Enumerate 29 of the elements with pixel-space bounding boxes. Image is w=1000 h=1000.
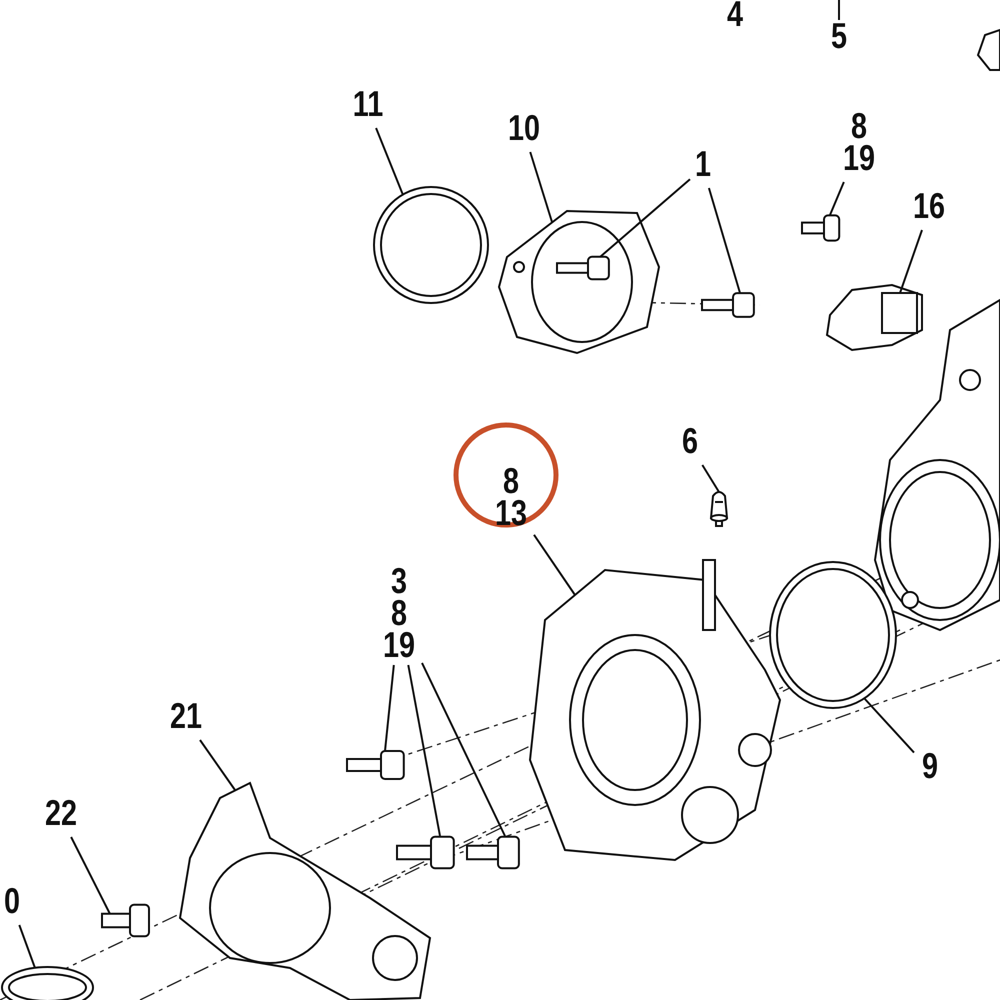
callout-number: 21 (168, 700, 204, 740)
leader-line (829, 182, 845, 216)
callout-number: 6 (680, 425, 700, 465)
leader-line (529, 152, 553, 222)
callout-number: 22 (42, 797, 80, 837)
leader-line (407, 664, 441, 836)
callout-number: 0 (2, 885, 22, 925)
callout-number: 11 (350, 88, 386, 128)
leader-line (708, 188, 741, 294)
callout-number: 9 (917, 750, 943, 790)
callout-number: 3 8 19 (380, 565, 418, 665)
leader-line (199, 739, 236, 791)
leader-line (70, 836, 111, 914)
callout-number: 1 (692, 148, 714, 188)
leader-line (899, 230, 923, 294)
leader-line (18, 924, 36, 968)
callout-number: 8 19 (840, 110, 878, 182)
leader-line (702, 464, 720, 493)
leader-line (599, 178, 691, 258)
callout-number: 4 (726, 0, 744, 30)
callout-number: 5 (825, 20, 853, 60)
callout-number: 10 (506, 112, 542, 152)
leader-line (375, 128, 404, 196)
leader-line (838, 0, 840, 20)
callout-number: 16 (910, 190, 948, 230)
leader-line (533, 534, 576, 596)
leader-line (863, 697, 915, 754)
leader-line (421, 662, 506, 836)
leader-line (384, 664, 395, 752)
